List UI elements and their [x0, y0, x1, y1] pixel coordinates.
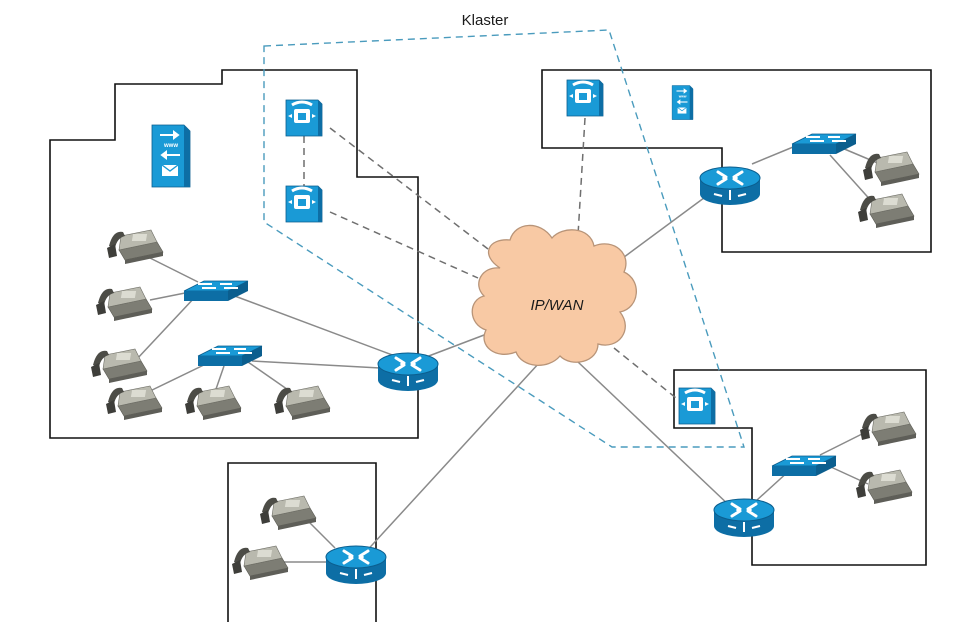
site-boundaries — [49, 69, 932, 622]
www-mail-server-icon — [671, 84, 694, 121]
ip-phone-icon — [90, 348, 148, 384]
signalling-links — [303, 117, 677, 399]
ip-phone-icon — [862, 151, 920, 187]
link-cm1-cloud — [329, 127, 506, 263]
call-manager-icon — [284, 184, 324, 224]
ip-phone-icon — [855, 469, 913, 505]
link-phone3-switch1 — [135, 295, 197, 361]
site-boundary-main — [49, 69, 419, 439]
link-router-ne-cloud — [611, 191, 713, 267]
router-icon — [324, 544, 388, 586]
link-cm3-cloud — [576, 117, 586, 253]
call-manager-icon — [565, 78, 605, 118]
ip-phone-icon — [105, 385, 163, 421]
ip-phone-icon — [184, 385, 242, 421]
link-switch1-router — [231, 294, 396, 357]
cloud-label: IP/WAN — [530, 297, 583, 314]
link-cm2-cloud — [329, 211, 479, 279]
link-cm4-cloud — [613, 347, 677, 399]
ip-phone-icon — [259, 495, 317, 531]
www-mail-server-icon — [151, 124, 191, 188]
ip-wan-cloud: IP/WAN — [471, 224, 637, 366]
cluster-label: Klaster — [462, 12, 509, 29]
switch-icon — [771, 455, 837, 477]
link-router-se-cloud — [577, 361, 733, 509]
call-manager-icon — [677, 386, 717, 426]
network-links — [135, 144, 881, 563]
ip-phone-icon — [273, 385, 331, 421]
link-phone4-switch2 — [147, 361, 211, 393]
ip-phone-icon — [95, 286, 153, 322]
ip-phone-icon — [106, 229, 164, 265]
cluster-boundary — [263, 29, 745, 448]
link-switch2-router — [251, 360, 381, 369]
ip-phone-icon — [857, 193, 915, 229]
link-phone1-switch1 — [149, 257, 199, 283]
link-switch-ne-router — [751, 144, 799, 165]
link-phone5-switch2 — [214, 365, 225, 393]
link-switch-ne-phone2 — [829, 154, 875, 205]
link-phone2-switch1 — [149, 291, 191, 301]
router-icon — [698, 165, 762, 207]
link-router-south-cloud — [361, 361, 541, 557]
call-manager-icon — [284, 98, 324, 138]
router-icon — [712, 497, 776, 539]
switch-icon — [791, 133, 857, 155]
ip-phone-icon — [859, 411, 917, 447]
site-boundary-south — [227, 462, 377, 622]
switch-icon — [197, 345, 263, 367]
ip-phone-icon — [231, 545, 289, 581]
router-icon — [376, 351, 440, 393]
site-boundary-northeast — [541, 69, 932, 253]
site-boundary-southeast — [673, 369, 927, 566]
